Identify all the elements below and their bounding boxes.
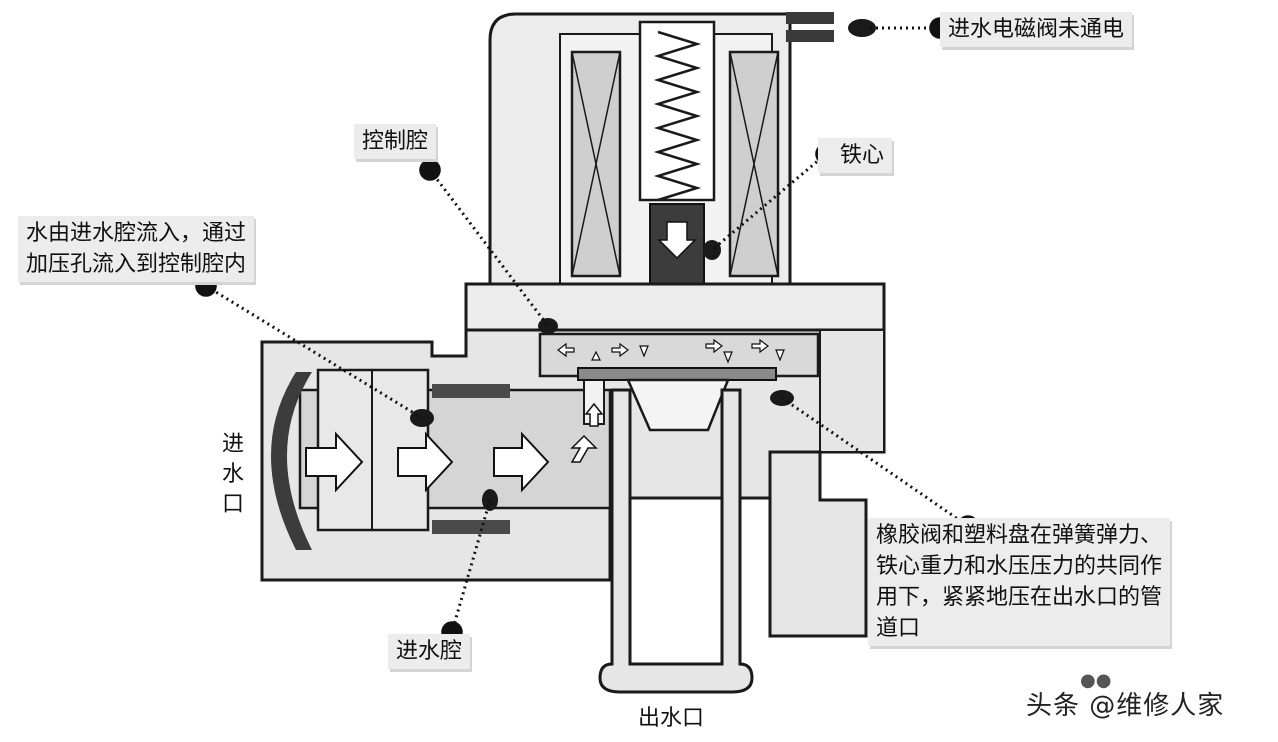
core-arrow-1 [657, 221, 697, 260]
flange-plate [464, 282, 886, 332]
flow-arrow-1 [305, 431, 364, 493]
control-chamber-arrows [557, 338, 785, 364]
wechat-dots-icon: ●● [1080, 670, 1112, 691]
spring [653, 30, 702, 202]
leader-lines [195, 17, 979, 643]
water-flow-note: 水由进水腔流入，通过 加压孔流入到控制腔内 [18, 216, 255, 282]
inlet-chamber-label: 进水腔 [388, 634, 471, 669]
valve-state-label: 进水电磁阀未通电 [940, 12, 1133, 47]
terminal-lower [786, 30, 834, 42]
inlet-filter-cap [271, 372, 312, 550]
iron-core-label: 铁心 [818, 138, 893, 173]
flow-arrow-up [570, 434, 598, 463]
outlet-pipe [598, 388, 754, 694]
outlet-label: 出水口 [638, 704, 705, 734]
flow-arrow-2 [397, 431, 454, 493]
flow-arrow-3 [493, 431, 550, 493]
terminal-upper [786, 12, 834, 24]
flow-arrow-pressure [584, 402, 604, 427]
watermark-text: 头条 @维修人家 [1026, 691, 1225, 721]
control-chamber-label: 控制腔 [354, 124, 437, 159]
rubber-valve-disc [577, 367, 777, 381]
inlet-label: 进 水 口 [218, 430, 248, 520]
rubber-valve-note: 橡胶阀和塑料盘在弹簧弹力、 铁心重力和水压压力的共同作 用下，紧紧地压在出水口的… [868, 518, 1171, 646]
